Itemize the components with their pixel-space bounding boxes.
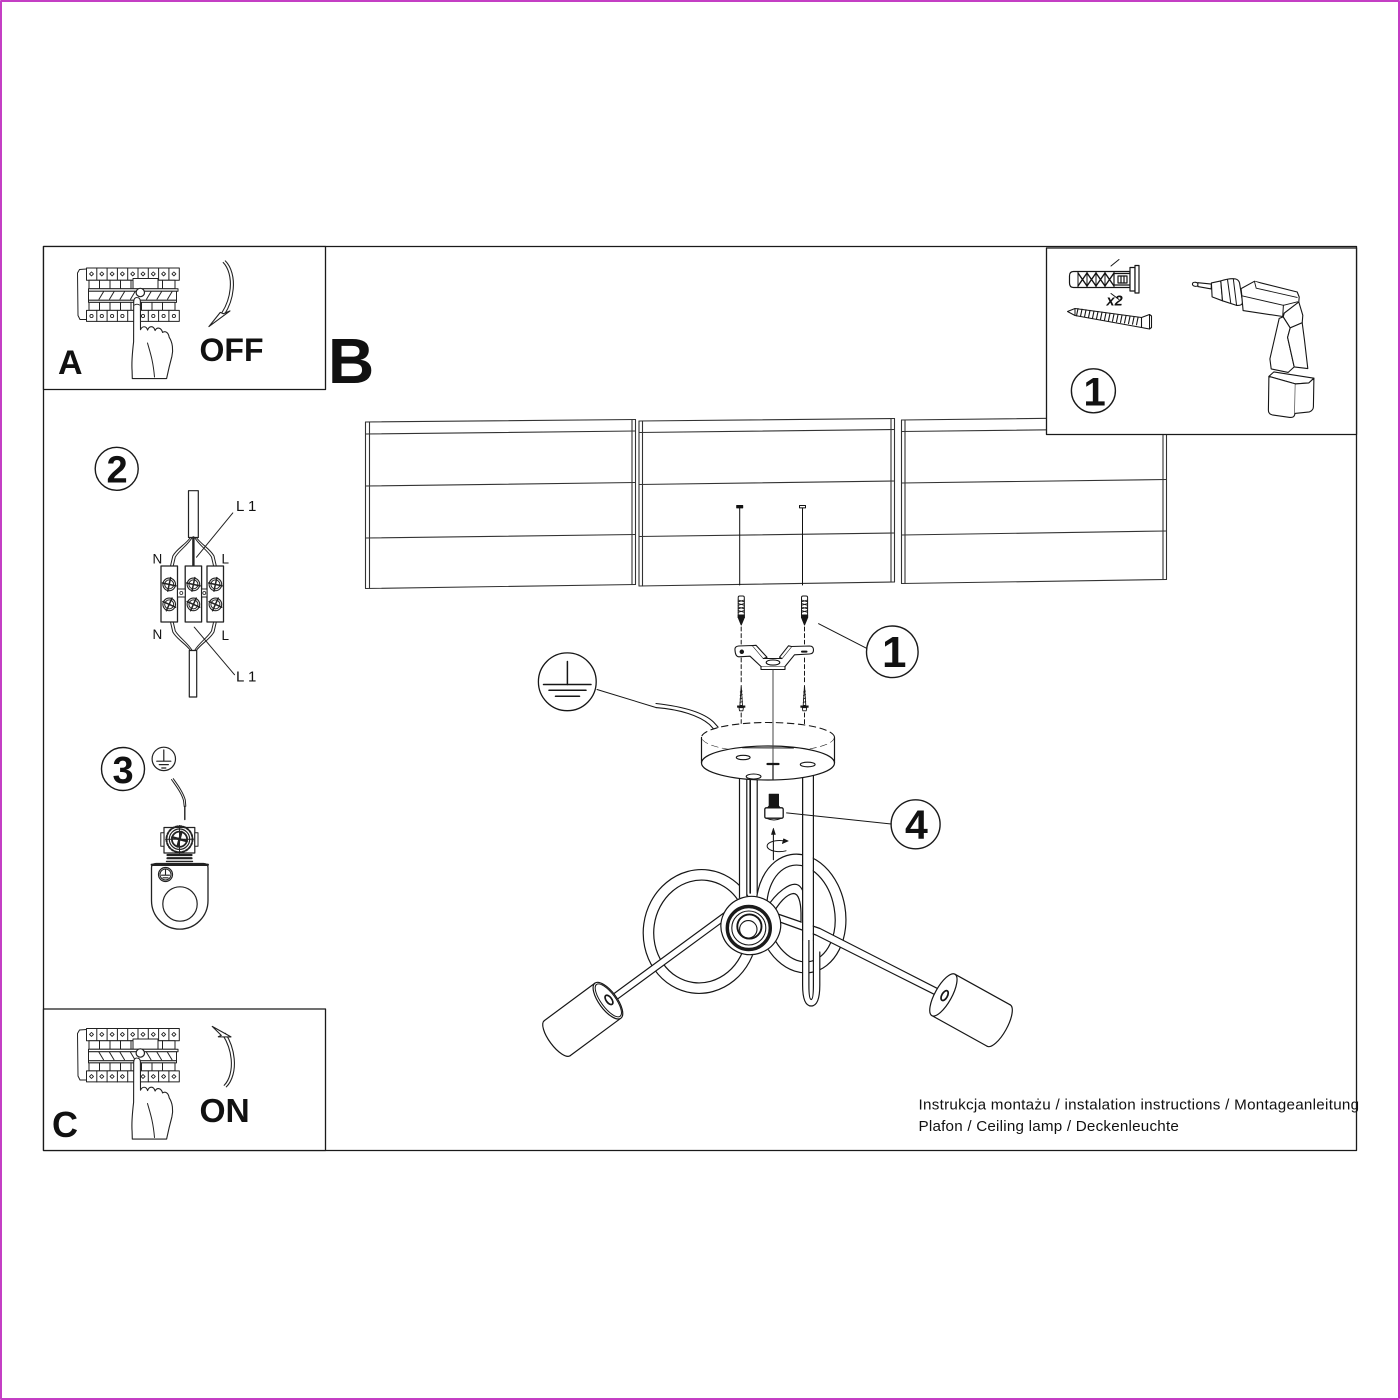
svg-text:Plafon / Ceiling lamp / Decken: Plafon / Ceiling lamp / Deckenleuchte [919, 1118, 1180, 1135]
svg-text:A: A [58, 344, 83, 382]
svg-text:C: C [52, 1104, 78, 1145]
svg-text:B: B [328, 325, 374, 397]
svg-text:2: 2 [107, 450, 128, 492]
svg-text:x2: x2 [1106, 294, 1123, 310]
svg-text:L: L [222, 628, 230, 643]
svg-text:1: 1 [1084, 370, 1106, 414]
svg-text:L 1: L 1 [236, 498, 256, 515]
svg-text:OFF: OFF [200, 332, 264, 368]
svg-text:N: N [153, 552, 163, 567]
svg-text:4: 4 [905, 802, 928, 848]
svg-text:ON: ON [200, 1093, 250, 1130]
svg-text:1: 1 [882, 628, 906, 677]
svg-text:L: L [222, 552, 230, 567]
svg-text:3: 3 [113, 750, 134, 792]
svg-text:N: N [153, 627, 163, 642]
svg-text:Instrukcja montażu / instalati: Instrukcja montażu / instalation instruc… [919, 1097, 1360, 1114]
svg-text:L 1: L 1 [236, 669, 256, 686]
